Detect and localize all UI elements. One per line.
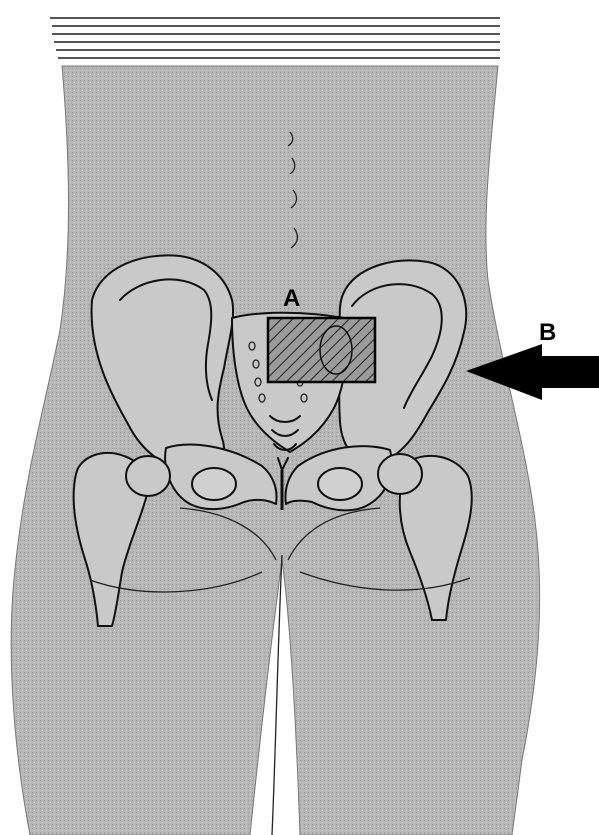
label-b: B [539,319,556,346]
right-femoral-head [378,454,422,494]
right-obturator-foramen [318,468,362,500]
left-femoral-head [126,456,170,496]
waistband-lines [50,18,500,58]
left-obturator-foramen [192,468,236,500]
body-silhouette [11,66,539,835]
region-a-box [268,318,375,382]
label-a: A [283,285,300,312]
